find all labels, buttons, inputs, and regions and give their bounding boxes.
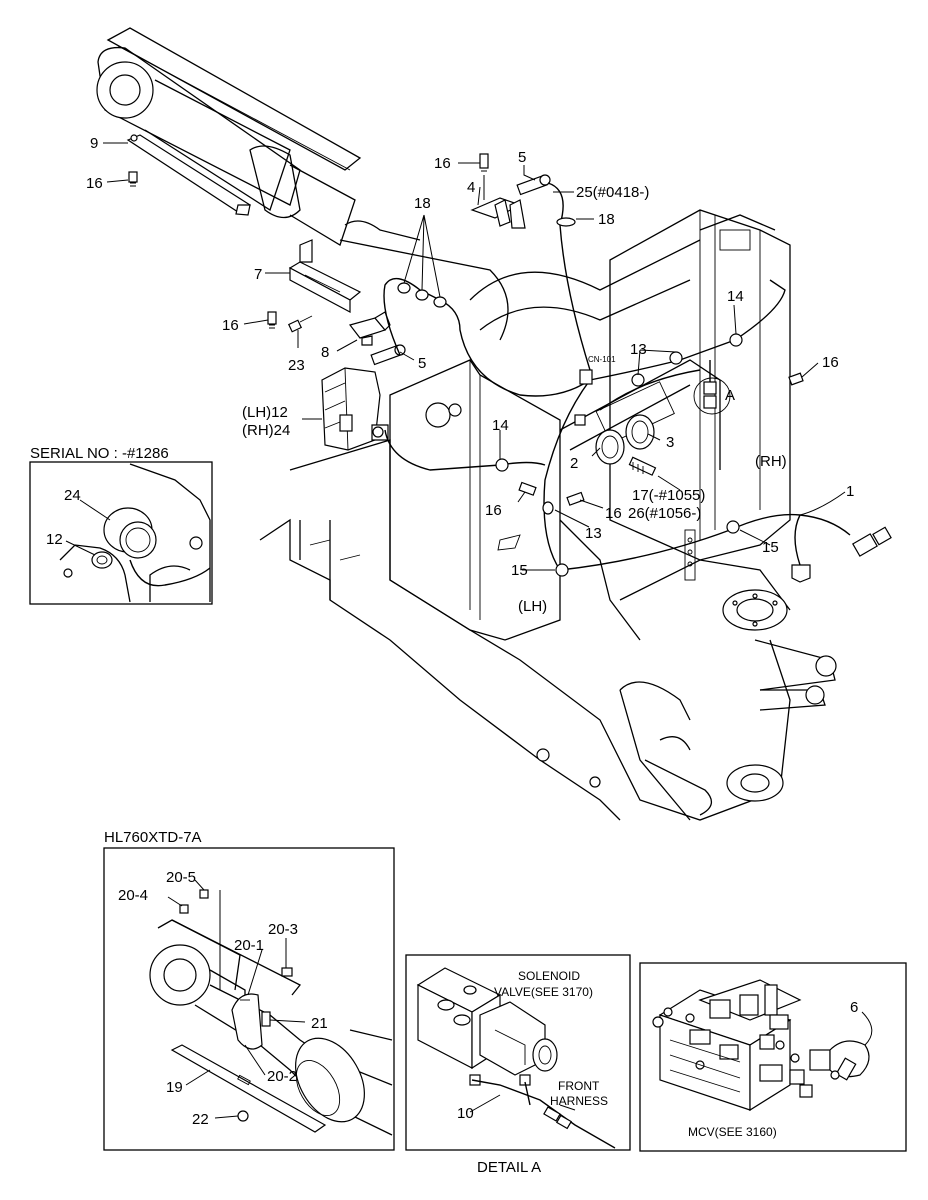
label-lh: (LH) <box>518 598 547 615</box>
callout-1: 1 <box>846 483 854 500</box>
boom-arm <box>96 27 509 341</box>
mcv-panel: 6 MCV(SEE 3160) <box>639 962 907 1152</box>
detail-label-solenoid-2: VALVE(SEE 3170) <box>494 985 593 999</box>
bolt-16-left <box>267 311 277 329</box>
leader-lines <box>103 142 846 571</box>
detail-label-front-2: HARNESS <box>550 1094 608 1108</box>
serial-panel-title: SERIAL NO : -#1286 <box>30 445 169 462</box>
serial-callout-24: 24 <box>64 487 81 504</box>
clips <box>397 217 743 577</box>
callout-25: 25(#0418-) <box>576 184 649 201</box>
sensor-disc-2 <box>595 429 625 465</box>
detail-a-marker <box>693 377 731 415</box>
wire-harness <box>383 182 892 583</box>
serial-panel: SERIAL NO : -#1286 24 12 <box>29 445 213 605</box>
hl-callout-21: 21 <box>311 1015 328 1032</box>
callout-16-mid-b: 16 <box>605 505 622 522</box>
hl-callout-20-1: 20-1 <box>234 937 264 954</box>
mcv-label: MCV(SEE 3160) <box>688 1125 777 1139</box>
callout-14-mid: 14 <box>492 417 509 434</box>
callout-5-lower: 5 <box>418 355 426 372</box>
hl760-panel-title: HL760XTD-7A <box>104 829 202 846</box>
sensor-5-top <box>516 174 551 196</box>
bolt-16-right <box>788 372 804 386</box>
hl-callout-22: 22 <box>192 1111 209 1128</box>
callout-9: 9 <box>90 135 98 152</box>
callout-lh12: (LH)12 <box>242 404 288 421</box>
callout-16-right: 16 <box>822 354 839 371</box>
callout-18-left: 18 <box>414 195 431 212</box>
callout-23: 23 <box>288 357 305 374</box>
callout-26: 26(#1056-) <box>628 505 701 522</box>
hl760-panel: HL760XTD-7A 20-5 <box>103 829 395 1151</box>
detail-callout-10: 10 <box>457 1105 474 1122</box>
sensor-disc-3 <box>625 414 655 450</box>
callout-5-top: 5 <box>518 149 526 166</box>
bolt-16-top-left <box>128 171 138 187</box>
detail-label-front-1: FRONT <box>558 1079 600 1093</box>
detail-label-solenoid-1: SOLENOID <box>518 969 580 983</box>
callout-16-topleft: 16 <box>86 175 103 192</box>
callout-18-right: 18 <box>598 211 615 228</box>
bracket-7 <box>288 239 362 313</box>
callout-13-top: 13 <box>630 341 647 358</box>
callout-8: 8 <box>321 344 329 361</box>
mcv-callout-6: 6 <box>850 999 858 1016</box>
serial-callout-12: 12 <box>46 531 63 548</box>
bolt-23 <box>287 315 313 333</box>
detail-a-panel: SOLENOID VALVE(SEE 3170) FRONT HARNESS 1… <box>405 954 631 1176</box>
callout-2: 2 <box>570 455 578 472</box>
hl-callout-20-5: 20-5 <box>166 869 196 886</box>
hl-callout-19: 19 <box>166 1079 183 1096</box>
callout-15-left: 15 <box>511 562 528 579</box>
callout-4: 4 <box>467 179 475 196</box>
callout-7: 7 <box>254 266 262 283</box>
callout-13-mid: 13 <box>585 525 602 542</box>
detail-caption: DETAIL A <box>477 1159 541 1176</box>
callout-16-mid-a: 16 <box>485 502 502 519</box>
hl-callout-20-2: 20-2 <box>267 1068 297 1085</box>
callout-cn101: CN-101 <box>588 355 616 364</box>
bracket-9 <box>126 134 252 216</box>
main-assembly: 9 16 16 5 4 25(#0418-) 18 18 7 16 23 8 5… <box>86 27 892 821</box>
callout-detail-a: A <box>725 387 735 404</box>
bracket-4 <box>470 197 526 229</box>
front-frame <box>259 209 837 821</box>
bolt-16-top <box>479 153 489 200</box>
bolt-16-mid-a <box>518 481 537 496</box>
callout-14-top: 14 <box>727 288 744 305</box>
bolt-16-mid-b <box>566 491 585 506</box>
hl-callout-20-4: 20-4 <box>118 887 148 904</box>
callout-rh24: (RH)24 <box>242 422 290 439</box>
switch-box-12-24 <box>321 367 389 451</box>
hl-callout-20-3: 20-3 <box>268 921 298 938</box>
callout-3: 3 <box>666 434 674 451</box>
callout-15-right: 15 <box>762 539 779 556</box>
callout-16-left: 16 <box>222 317 239 334</box>
bolt-17-26 <box>628 456 657 476</box>
callout-16-top: 16 <box>434 155 451 172</box>
callout-17: 17(-#1055) <box>632 487 705 504</box>
label-rh: (RH) <box>755 453 787 470</box>
